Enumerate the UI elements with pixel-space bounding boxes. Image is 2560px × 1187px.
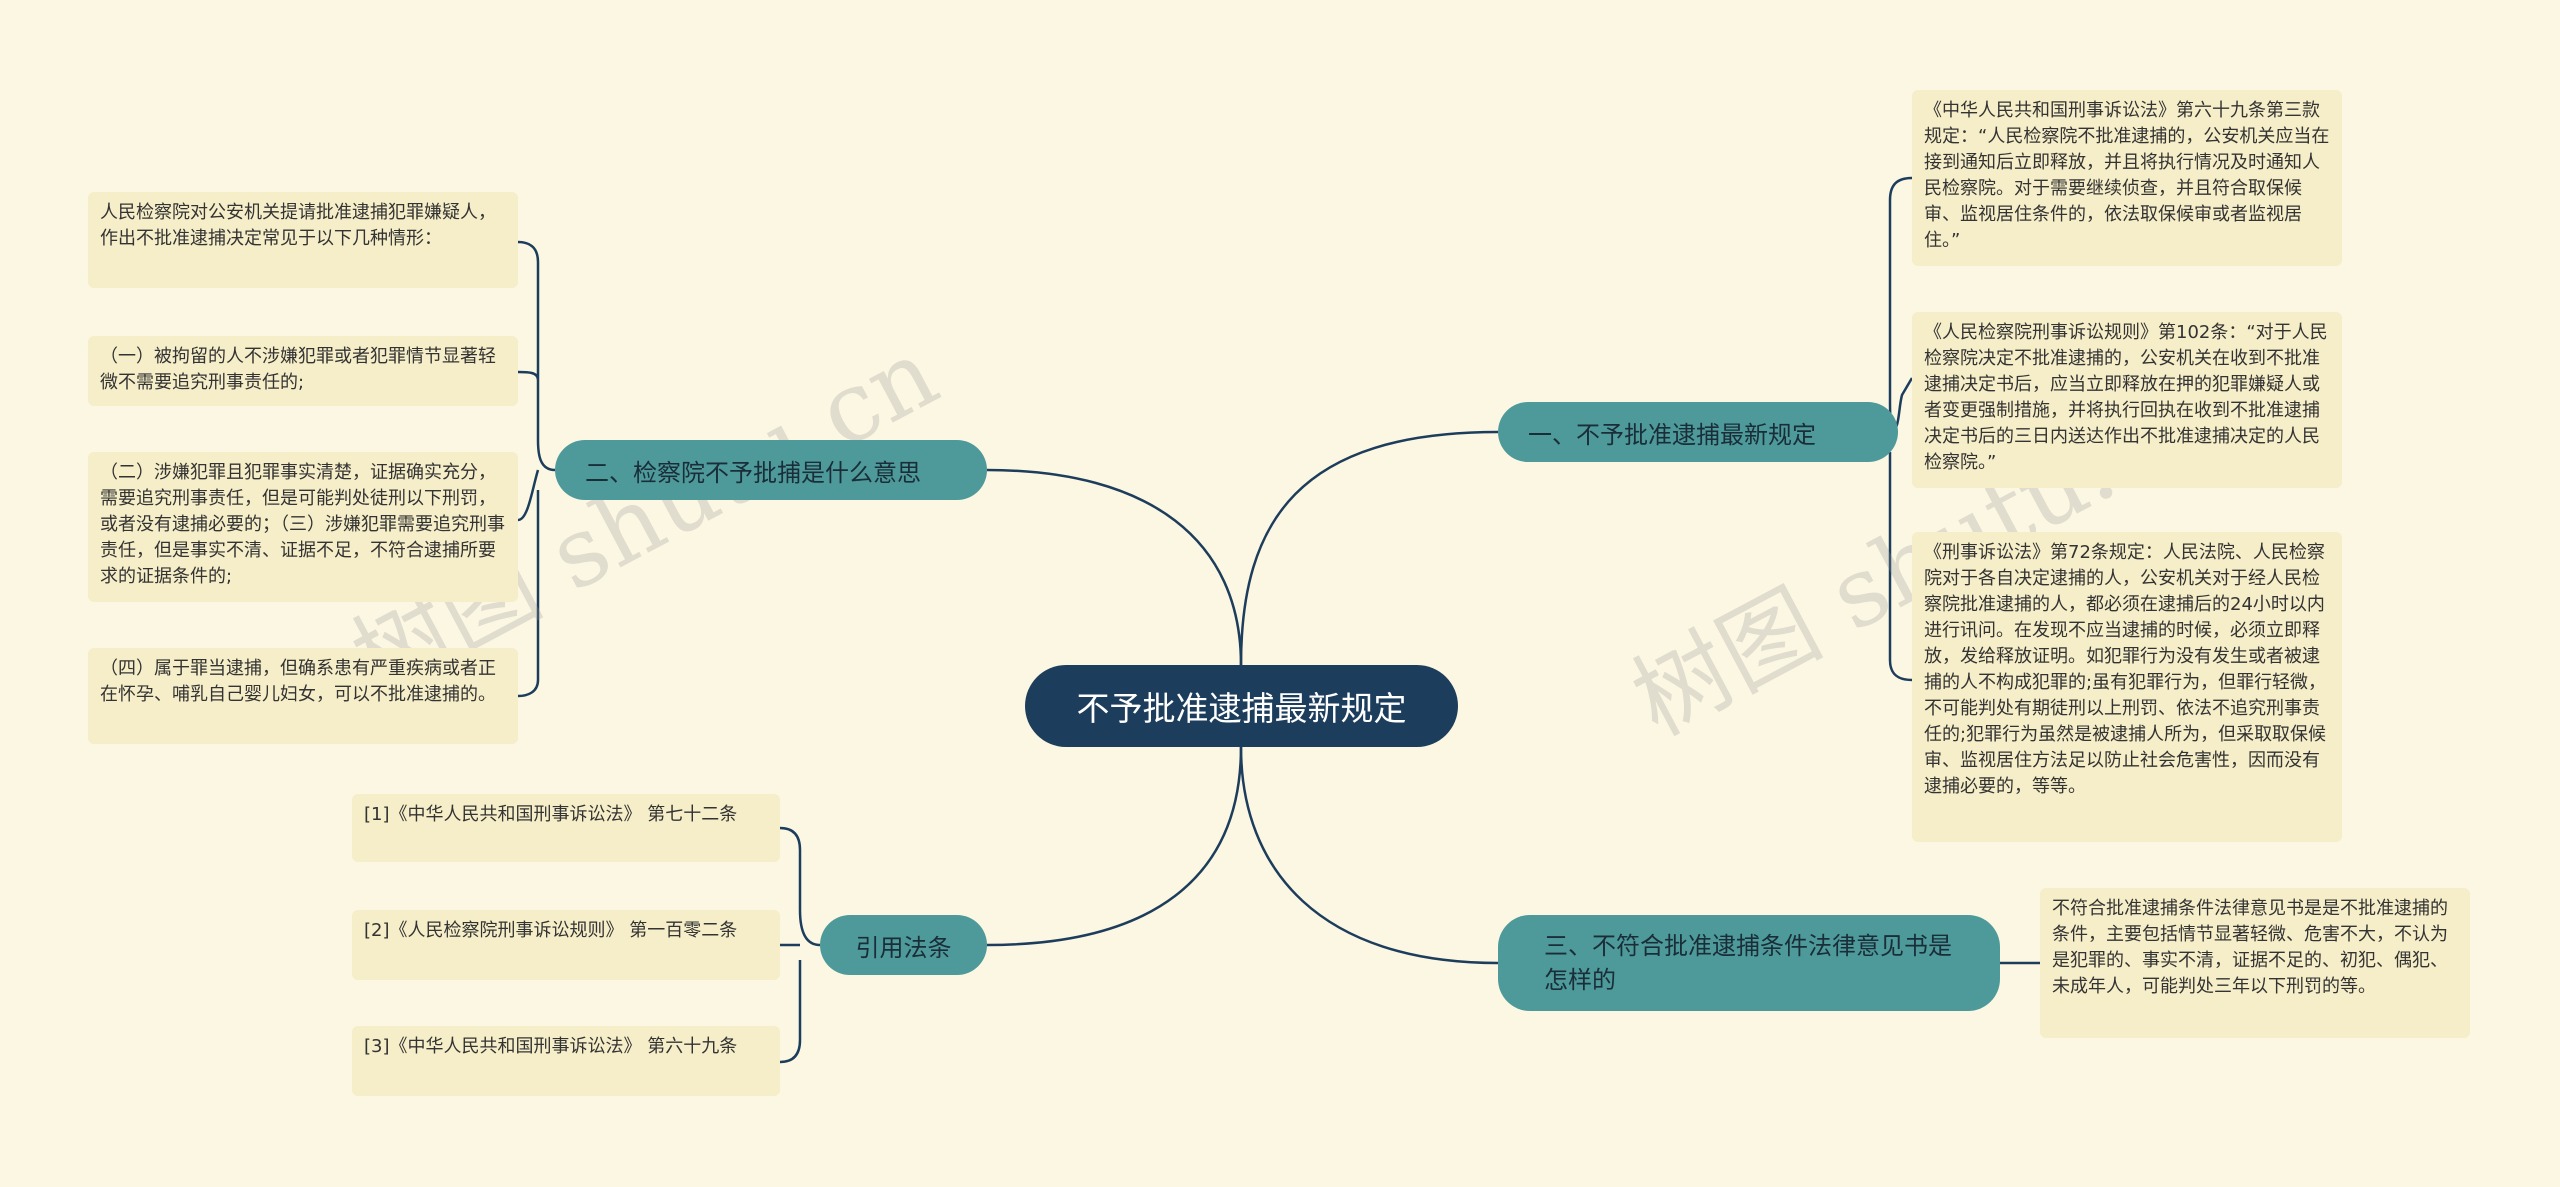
leaf-b2-1[interactable]: 人民检察院对公安机关提请批准逮捕犯罪嫌疑人，作出不批准逮捕决定常见于以下几种情形… (88, 192, 518, 288)
leaf-b1-1[interactable]: 《中华人民共和国刑事诉讼法》第六十九条第三款规定：“人民检察院不批准逮捕的，公安… (1912, 90, 2342, 266)
branch-2-label: 二、检察院不予批捕是什么意思 (585, 458, 921, 487)
branch-1[interactable]: 一、不予批准逮捕最新规定 (1498, 402, 1898, 462)
leaf-b4-2-text: [2]《人民检察院刑事诉讼规则》 第一百零二条 (364, 920, 738, 941)
leaf-b2-4[interactable]: （四）属于罪当逮捕，但确系患有严重疾病或者正在怀孕、哺乳自己婴儿妇女，可以不批准… (88, 648, 518, 744)
leaf-b3-1[interactable]: 不符合批准逮捕条件法律意见书是是不批准逮捕的条件，主要包括情节显著轻微、危害不大… (2040, 888, 2470, 1038)
link-root-b4 (986, 746, 1243, 947)
link-root-b1 (1239, 430, 1499, 666)
link-root-b2 (986, 468, 1243, 666)
link-b1-bracket (1888, 176, 1914, 682)
link-b2-bracket (517, 240, 556, 698)
branch-3-label: 三、不符合批准逮捕条件法律意见书是怎样的 (1544, 932, 1952, 994)
leaf-b3-1-text: 不符合批准逮捕条件法律意见书是是不批准逮捕的条件，主要包括情节显著轻微、危害不大… (2052, 898, 2448, 997)
leaf-b1-3[interactable]: 《刑事诉讼法》第72条规定：人民法院、人民检察院对于各自决定逮捕的人，公安机关对… (1912, 532, 2342, 842)
branch-2[interactable]: 二、检察院不予批捕是什么意思 (555, 440, 987, 500)
link-root-b3 (1239, 746, 1499, 965)
leaf-b2-3[interactable]: （二）涉嫌犯罪且犯罪事实清楚，证据确实充分，需要追究刑事责任，但是可能判处徒刑以… (88, 452, 518, 602)
leaf-b2-4-text: （四）属于罪当逮捕，但确系患有严重疾病或者正在怀孕、哺乳自己婴儿妇女，可以不批准… (100, 658, 496, 705)
branch-4-label: 引用法条 (855, 933, 952, 962)
leaf-b4-1[interactable]: [1]《中华人民共和国刑事诉讼法》 第七十二条 (352, 794, 780, 862)
leaf-b1-3-text: 《刑事诉讼法》第72条规定：人民法院、人民检察院对于各自决定逮捕的人，公安机关对… (1924, 542, 2327, 797)
branch-1-label: 一、不予批准逮捕最新规定 (1528, 420, 1816, 449)
leaf-b4-2[interactable]: [2]《人民检察院刑事诉讼规则》 第一百零二条 (352, 910, 780, 980)
leaf-b2-1-text: 人民检察院对公安机关提请批准逮捕犯罪嫌疑人，作出不批准逮捕决定常见于以下几种情形… (100, 202, 496, 249)
branch-3[interactable]: 三、不符合批准逮捕条件法律意见书是怎样的 (1498, 915, 2000, 1011)
leaf-b1-1-text: 《中华人民共和国刑事诉讼法》第六十九条第三款规定：“人民检察院不批准逮捕的，公安… (1924, 100, 2330, 251)
leaf-b1-2-text: 《人民检察院刑事诉讼规则》第102条：“对于人民检察院决定不批准逮捕的，公安机关… (1924, 322, 2328, 473)
leaf-b2-3-text: （二）涉嫌犯罪且犯罪事实清楚，证据确实充分，需要追究刑事责任，但是可能判处徒刑以… (100, 462, 505, 587)
leaf-b4-1-text: [1]《中华人民共和国刑事诉讼法》 第七十二条 (364, 804, 738, 825)
link-b4-bracket (779, 826, 821, 1064)
root-topic[interactable]: 不予批准逮捕最新规定 (1025, 665, 1458, 747)
leaf-b1-2[interactable]: 《人民检察院刑事诉讼规则》第102条：“对于人民检察院决定不批准逮捕的，公安机关… (1912, 312, 2342, 488)
branch-4[interactable]: 引用法条 (820, 915, 987, 975)
root-topic-label: 不予批准逮捕最新规定 (1076, 689, 1407, 728)
leaf-b4-3[interactable]: [3]《中华人民共和国刑事诉讼法》 第六十九条 (352, 1026, 780, 1096)
leaf-b2-2-text: （一）被拘留的人不涉嫌犯罪或者犯罪情节显著轻微不需要追究刑事责任的; (100, 346, 496, 393)
leaf-b4-3-text: [3]《中华人民共和国刑事诉讼法》 第六十九条 (364, 1036, 738, 1057)
leaf-b2-2[interactable]: （一）被拘留的人不涉嫌犯罪或者犯罪情节显著轻微不需要追究刑事责任的; (88, 336, 518, 406)
